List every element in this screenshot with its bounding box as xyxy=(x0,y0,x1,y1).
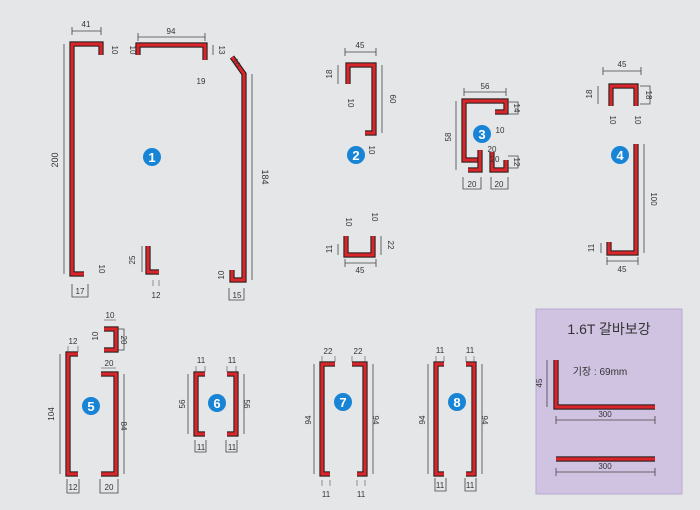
part-number-badge: 7 xyxy=(334,393,352,411)
dim-label: 12 xyxy=(152,291,161,300)
part-3: 56 14 10 58 20 20 12 20 20 3 xyxy=(444,82,521,190)
dim-label: 10 xyxy=(97,265,106,274)
dim-label: 17 xyxy=(76,287,85,296)
dim-label: 22 xyxy=(324,347,333,356)
dim-label: 100 xyxy=(649,192,658,206)
part-number-badge: 4 xyxy=(611,146,629,164)
dim-label: 11 xyxy=(357,490,366,499)
dim-label: 45 xyxy=(618,60,627,69)
svg-text:3: 3 xyxy=(478,127,485,142)
dim-label: 10 xyxy=(217,270,226,279)
dim-label: 300 xyxy=(598,410,612,419)
dim-label: 56 xyxy=(242,400,251,409)
dim-label: 84 xyxy=(119,422,128,431)
dim-label: 11 xyxy=(436,481,445,490)
svg-text:8: 8 xyxy=(453,395,460,410)
dim-label: 11 xyxy=(466,346,475,355)
svg-text:4: 4 xyxy=(616,148,624,163)
dim-label: 22 xyxy=(354,347,363,356)
dim-label: 94 xyxy=(167,27,176,36)
dim-label: 11 xyxy=(197,356,206,365)
dim-label: 11 xyxy=(325,244,334,253)
dim-label: 11 xyxy=(436,346,445,355)
dim-label: 10 xyxy=(128,46,137,55)
dim-label: 10 xyxy=(633,116,642,125)
dim-label: 20 xyxy=(491,155,500,164)
dim-label: 10 xyxy=(106,311,115,320)
svg-text:2: 2 xyxy=(352,148,359,163)
dim-label: 56 xyxy=(178,399,187,408)
dim-label: 94 xyxy=(371,416,380,425)
dim-label: 10 xyxy=(346,99,355,108)
dim-label: 12 xyxy=(512,158,521,167)
dim-label: 20 xyxy=(488,145,497,154)
dim-label: 10 xyxy=(344,218,353,227)
dim-label: 25 xyxy=(128,255,137,264)
dim-label: 10 xyxy=(367,146,376,155)
panel-spec: 기장 : 69mm xyxy=(573,366,628,378)
dim-label: 11 xyxy=(228,356,237,365)
dim-label: 20 xyxy=(119,336,128,345)
part-number-badge: 3 xyxy=(473,125,491,143)
part-7: 22 22 94 94 11 11 7 xyxy=(304,347,380,499)
dim-label: 11 xyxy=(228,443,237,452)
dim-label: 45 xyxy=(618,265,627,274)
dim-label: 300 xyxy=(598,462,612,471)
part-number-badge: 6 xyxy=(208,394,226,412)
dim-label: 22 xyxy=(386,241,395,250)
dim-label: 14 xyxy=(512,104,521,113)
part-number-badge: 2 xyxy=(347,146,365,164)
dim-label: 94 xyxy=(304,415,313,424)
dim-label: 10 xyxy=(110,46,119,55)
dim-label: 45 xyxy=(535,378,544,387)
dim-label: 104 xyxy=(47,407,56,421)
svg-text:1: 1 xyxy=(148,150,155,165)
part-8: 11 11 94 94 11 11 8 xyxy=(418,346,489,492)
dim-label: 15 xyxy=(233,291,242,300)
dim-label: 184 xyxy=(260,169,270,184)
dim-label: 200 xyxy=(50,152,60,167)
dim-label: 12 xyxy=(69,337,78,346)
dim-label: 11 xyxy=(587,243,596,252)
dim-label: 12 xyxy=(69,483,78,492)
dim-label: 94 xyxy=(480,416,489,425)
dim-label: 45 xyxy=(356,266,365,275)
dim-label: 18 xyxy=(585,89,594,98)
dim-label: 60 xyxy=(388,95,397,104)
dim-label: 18 xyxy=(644,91,653,100)
dim-label: 20 xyxy=(105,483,114,492)
part-5: 12 10 10 20 104 20 84 12 20 5 xyxy=(47,311,128,494)
part-6: 11 11 56 56 11 11 6 xyxy=(178,356,251,453)
dim-label: 11 xyxy=(466,481,475,490)
dim-label: 19 xyxy=(197,77,206,86)
dim-label: 20 xyxy=(495,180,504,189)
part-number-badge: 1 xyxy=(143,148,161,166)
dim-label: 45 xyxy=(356,41,365,50)
part-1: 41 10 94 10 13 19 10 200 184 25 12 10 17… xyxy=(50,20,270,301)
dim-label: 94 xyxy=(418,415,427,424)
svg-text:5: 5 xyxy=(87,399,94,414)
dim-label: 56 xyxy=(481,82,490,91)
svg-text:7: 7 xyxy=(339,395,346,410)
dim-label: 20 xyxy=(468,180,477,189)
reinforcement-panel: 1.6T 갈바보강 기장 : 69mm 45 300 300 xyxy=(535,308,683,495)
part-number-badge: 5 xyxy=(82,397,100,415)
dim-label: 41 xyxy=(82,20,91,29)
panel-title: 1.6T 갈바보강 xyxy=(567,321,650,337)
dim-label: 10 xyxy=(608,116,617,125)
part-2: 45 18 60 10 10 10 10 11 22 45 2 xyxy=(325,41,397,275)
dim-label: 10 xyxy=(91,331,100,340)
dim-label: 58 xyxy=(444,132,453,141)
dim-label: 11 xyxy=(197,443,206,452)
part-4: 45 18 18 10 10 100 11 45 4 xyxy=(585,60,658,274)
dim-label: 10 xyxy=(496,126,505,135)
dim-label: 13 xyxy=(217,46,226,55)
dim-label: 20 xyxy=(105,359,114,368)
svg-text:6: 6 xyxy=(213,396,220,411)
part-number-badge: 8 xyxy=(448,393,466,411)
dim-label: 11 xyxy=(322,490,331,499)
dim-label: 18 xyxy=(325,69,334,78)
dim-label: 10 xyxy=(370,213,379,222)
